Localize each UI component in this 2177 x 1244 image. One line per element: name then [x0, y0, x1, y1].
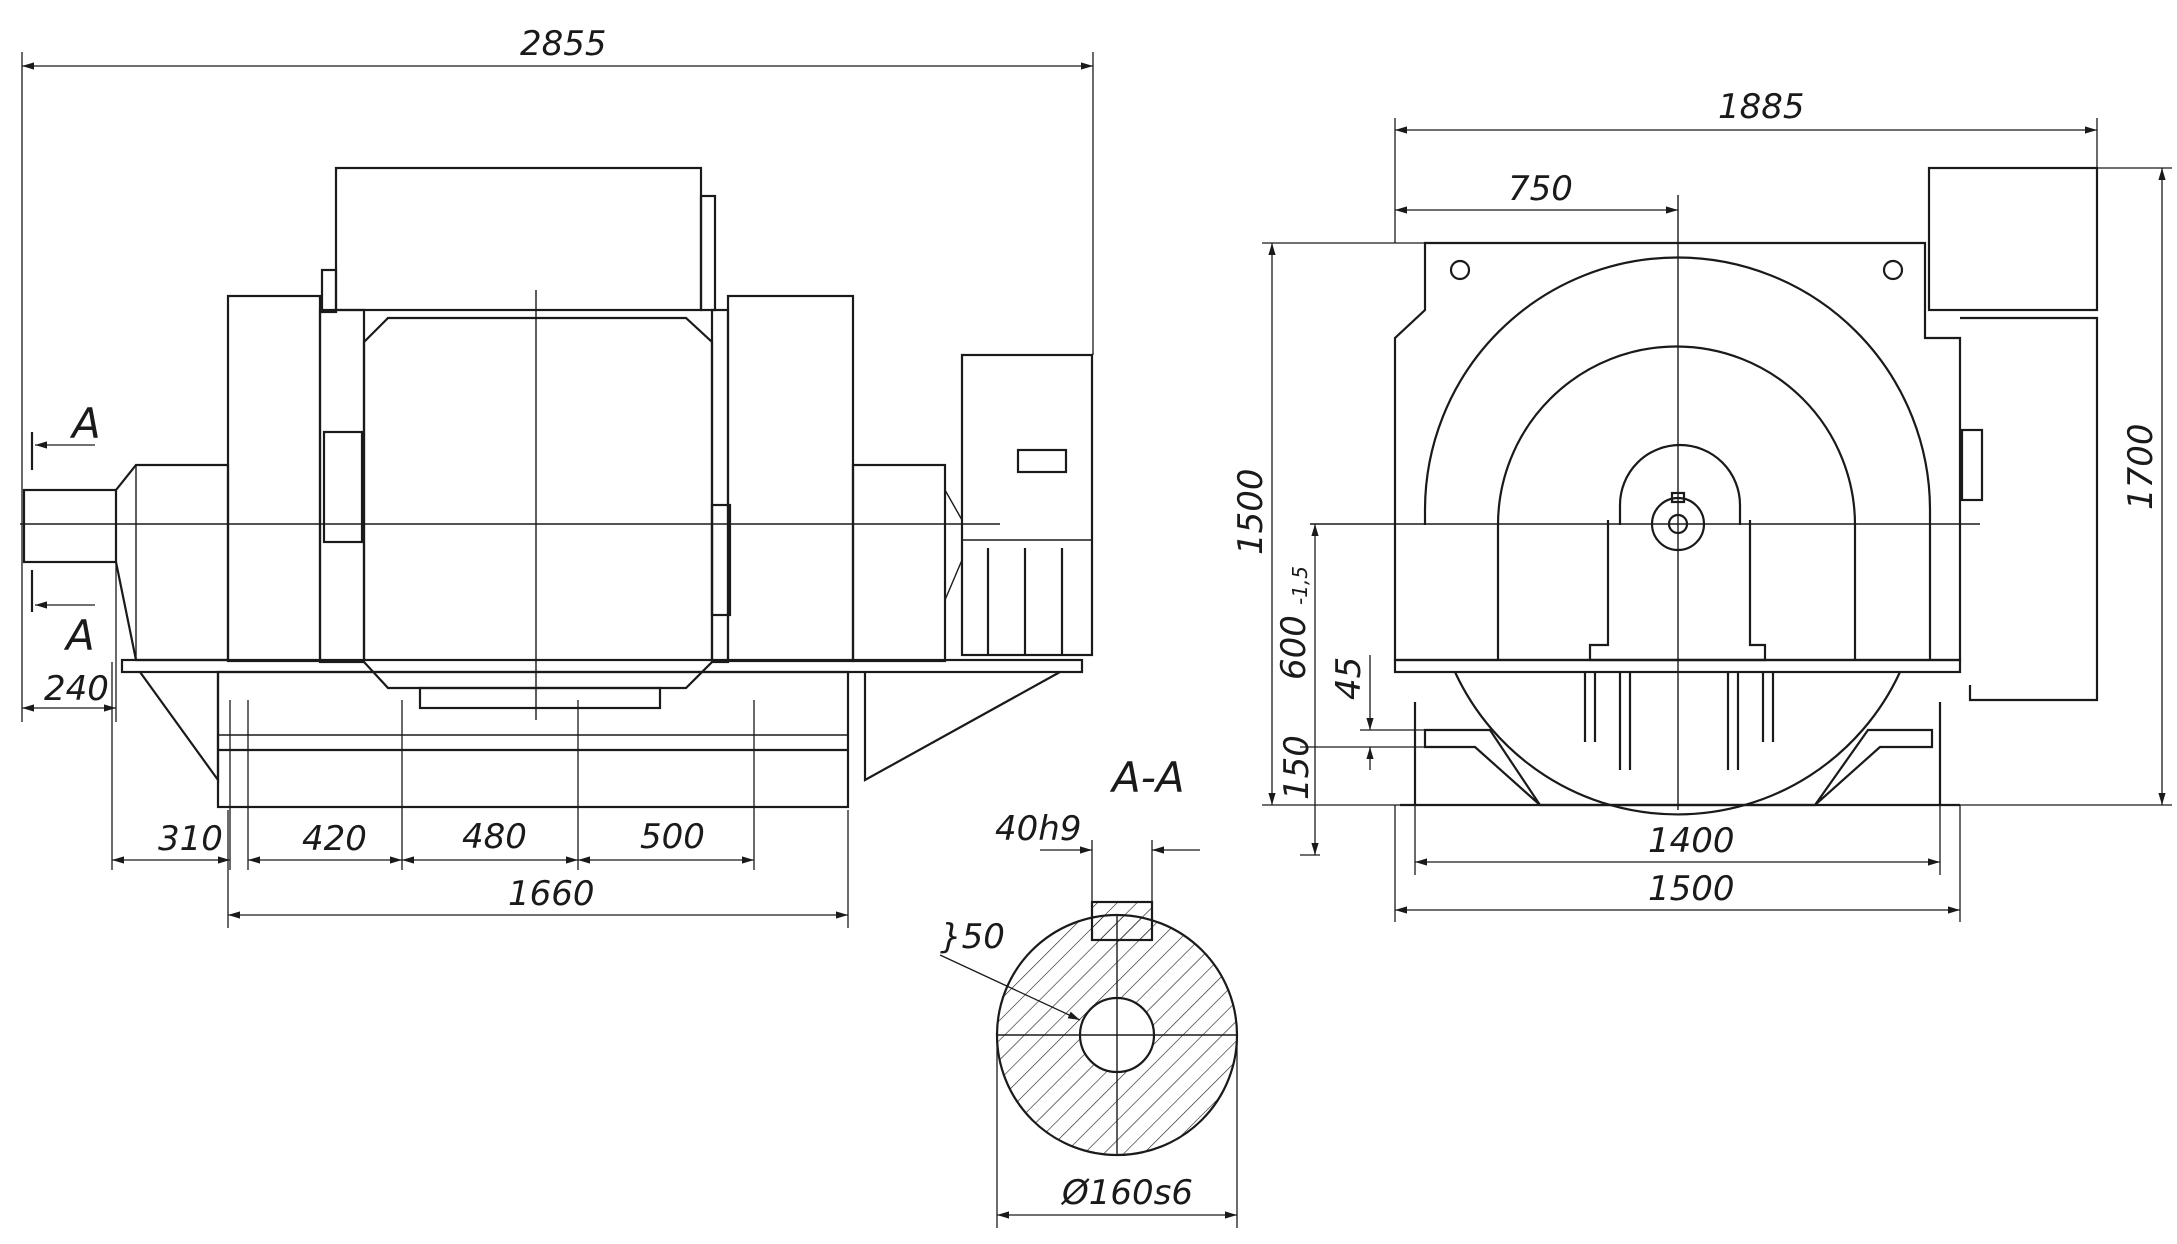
dim-240: 240 [22, 562, 117, 722]
dim-axis-height: 600 [1274, 615, 1314, 680]
dim-frame-height: 1500 [1231, 468, 1271, 555]
dim-500: 500 [640, 817, 705, 857]
section-a-a: A-A 40h9 }50 Ø160s6 [939, 753, 1239, 1228]
section-title: A-A [1109, 753, 1185, 802]
dim-overall-length: 2855 [520, 24, 607, 64]
dim-1660: 1660 [227, 810, 849, 928]
stator-body [362, 316, 714, 690]
lifting-hole-right [1882, 259, 1904, 281]
dim-shaft-end: 240 [44, 669, 109, 709]
dim-310: 310 [158, 819, 223, 859]
side-view: 1885 750 1500 600 -1,5 45 [1231, 87, 2172, 922]
dim-bore: }50 [940, 917, 1005, 957]
dim-750: 750 [1395, 169, 1678, 214]
left-ring [318, 308, 366, 664]
front-view: A A 2855 240 [20, 24, 1094, 928]
dim-2855: 2855 [21, 24, 1094, 722]
base-frame [216, 670, 850, 809]
lifting-hole-left [1449, 259, 1471, 281]
section-label-bottom: A [63, 611, 95, 660]
dim-mount-span: 1400 [1648, 821, 1735, 861]
side-top-cooler [1927, 166, 2099, 312]
top-cooler [334, 166, 703, 312]
dim-base-length: 1660 [508, 874, 595, 914]
section-label-top: A [69, 399, 101, 448]
dim-overall-height: 1700 [2121, 423, 2161, 510]
terminal-box [960, 353, 1094, 657]
dim-1500-vertical: 1500 [1231, 242, 1425, 806]
bearing-cap [1618, 443, 1742, 525]
section-mark-a: A A [30, 399, 101, 660]
right-bearing-housing [851, 463, 947, 663]
dim-key-width: 40h9 [995, 809, 1081, 849]
dim-shaft-diameter: Ø160s6 [1060, 1173, 1193, 1213]
right-end-frame [726, 294, 855, 663]
terminal-plate [1016, 448, 1068, 474]
inner-arch [1496, 345, 1857, 660]
dim-600: 600 -1,5 [1274, 524, 1319, 855]
dim-overall-width: 1885 [1718, 87, 1805, 127]
dim-chain: 310 420 480 500 [111, 662, 755, 870]
left-end-frame [226, 294, 322, 663]
dim-45: 45 [1329, 655, 1425, 770]
dim-1500-horizontal: 1500 [1394, 805, 1961, 922]
dim-150-value: 150 [1277, 735, 1317, 800]
dim-420: 420 [302, 819, 367, 859]
key [1090, 900, 1154, 942]
dim-1700: 1700 [1960, 167, 2172, 806]
dim-center-offset: 750 [1508, 169, 1573, 209]
shaft [22, 488, 118, 564]
side-terminal-box [1960, 316, 2099, 702]
dim-45-value: 45 [1329, 657, 1369, 700]
dim-150: 150 [1277, 735, 1425, 856]
dim-base-width: 1500 [1648, 869, 1735, 909]
dim-axis-height-tolerance: -1,5 [1288, 566, 1312, 605]
dim-1400: 1400 [1414, 805, 1941, 875]
dim-1885: 1885 [1394, 87, 2098, 243]
lower-arc [1454, 671, 1901, 816]
dim-480: 480 [462, 817, 527, 857]
left-bearing-housing [114, 463, 230, 662]
